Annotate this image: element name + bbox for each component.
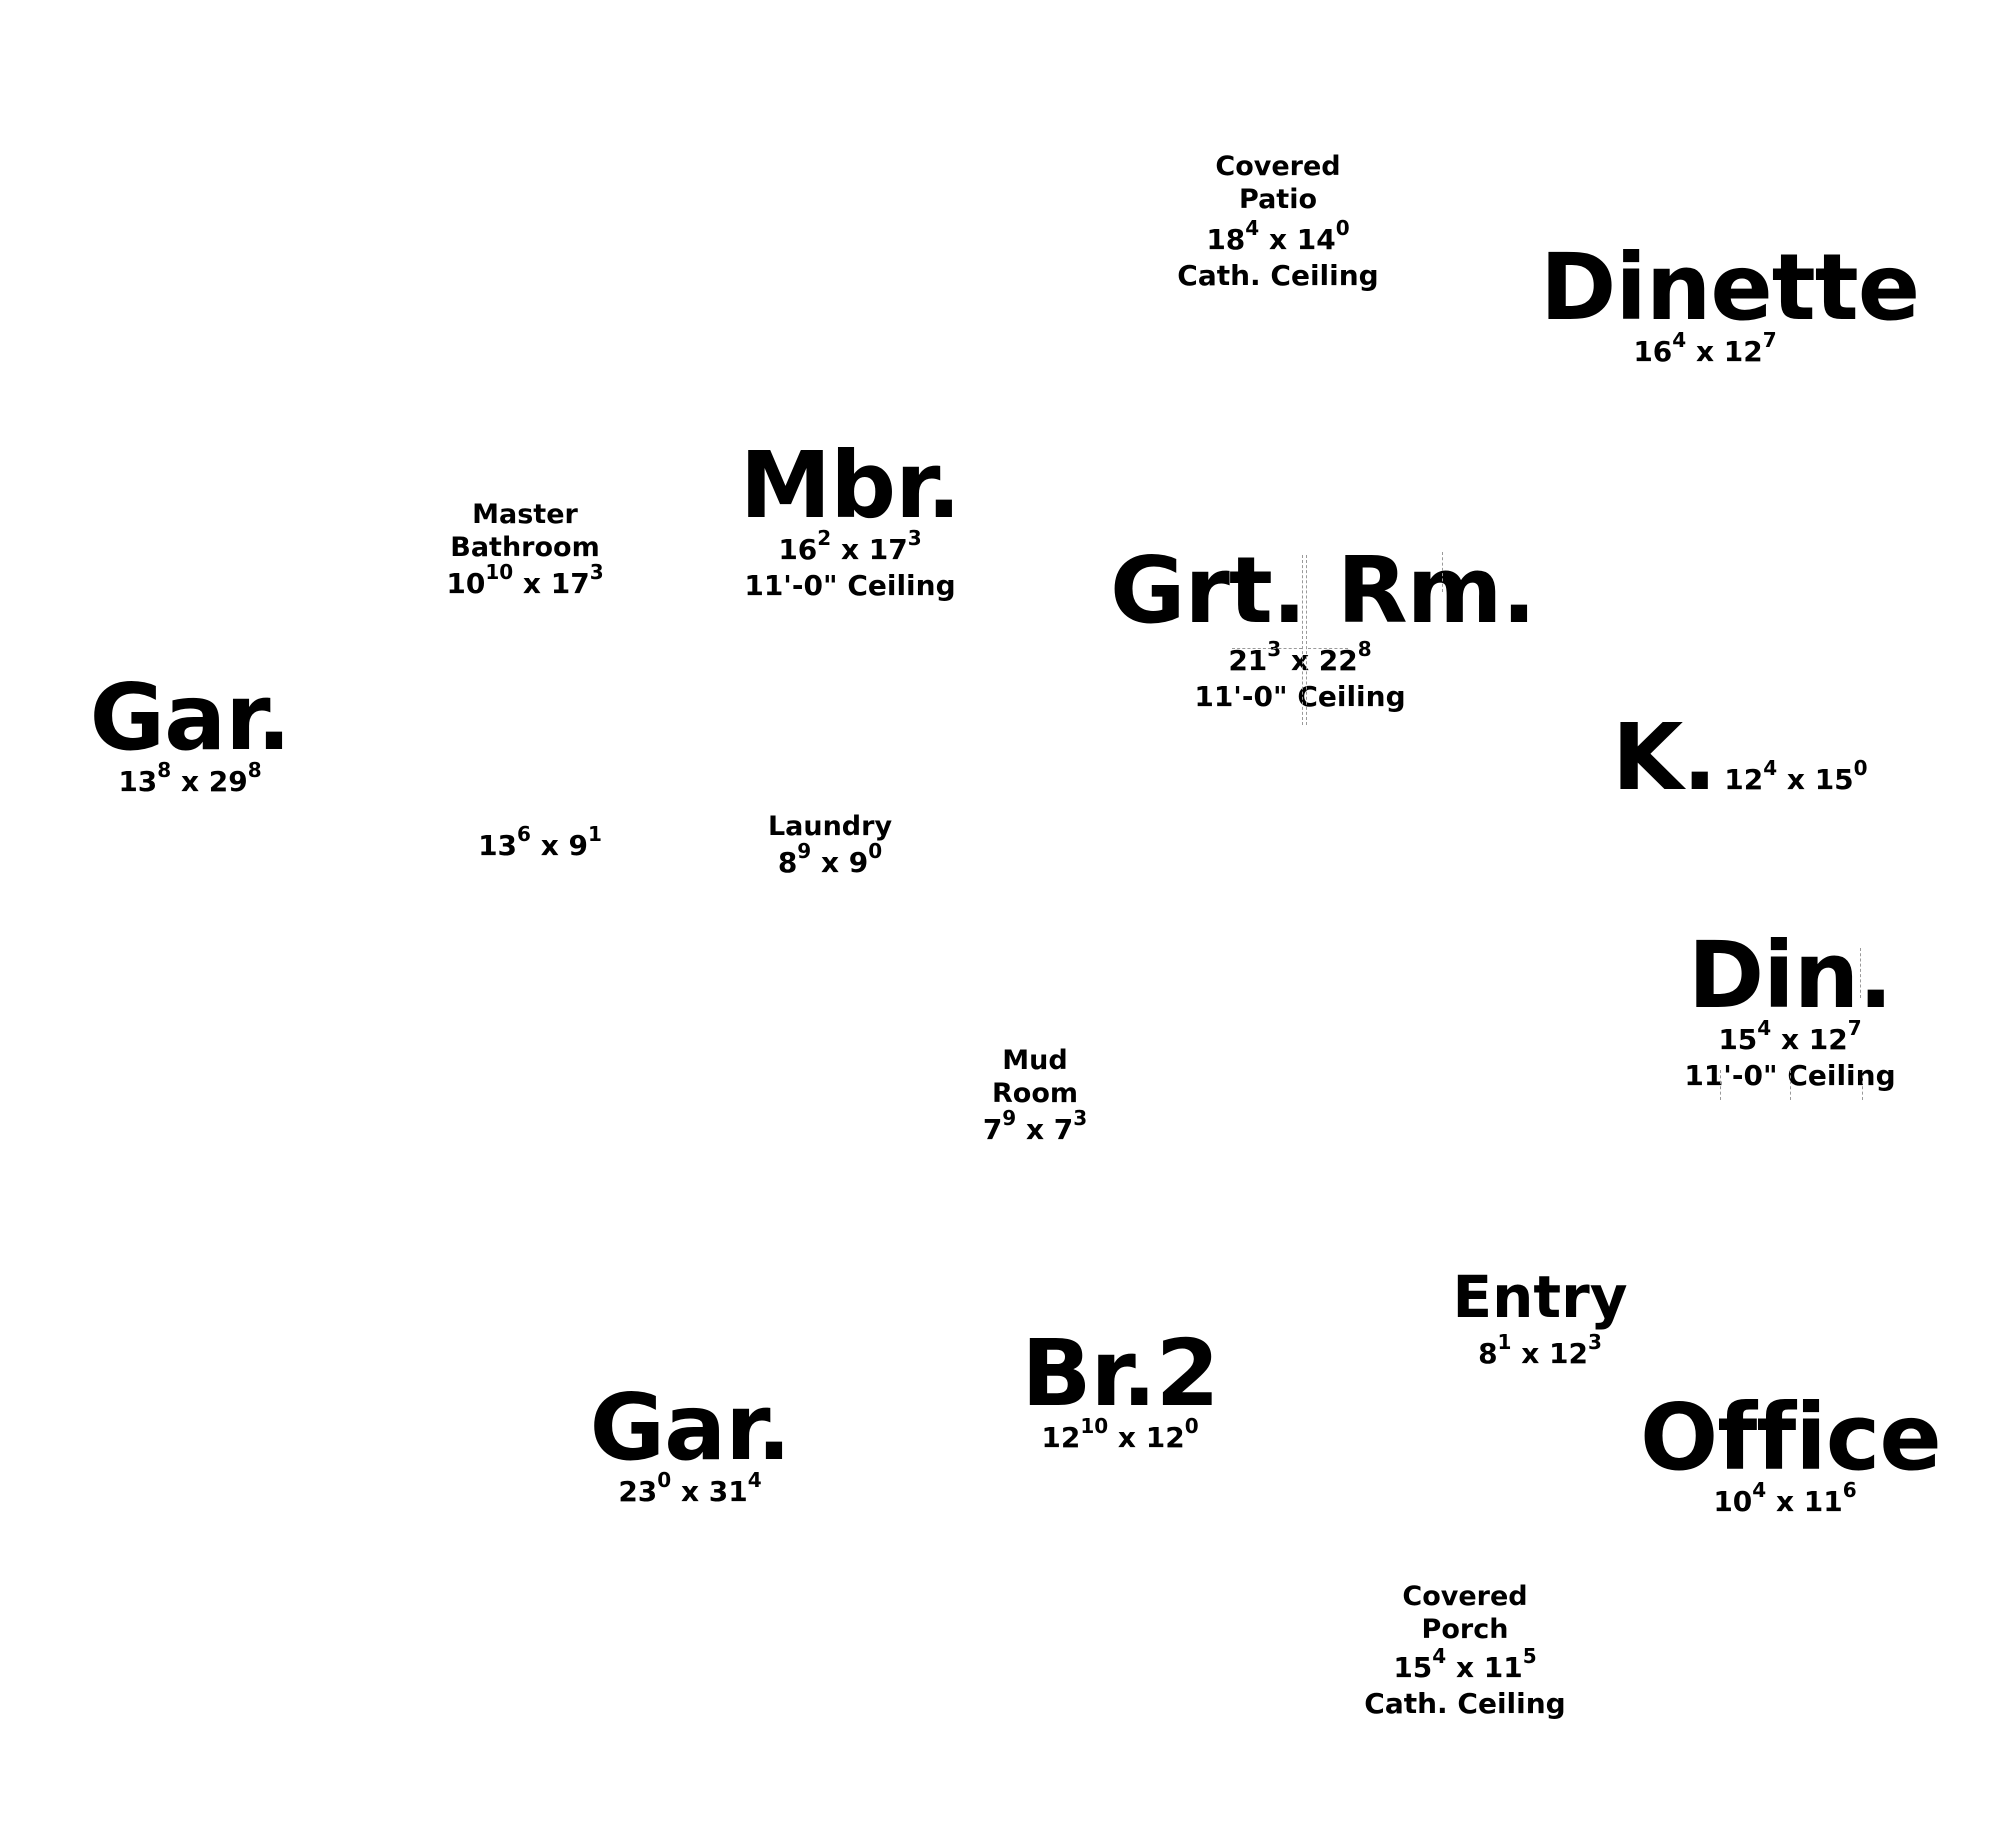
dashed-guide	[1862, 1070, 1863, 1100]
room-name-line1: Master	[472, 499, 578, 530]
ceiling-note: 11'-0" Ceiling	[1194, 680, 1406, 713]
room-dimensions: 81 x 123	[1478, 1329, 1602, 1370]
room-unlabeled: 136 x 91	[450, 821, 630, 862]
dashed-guide	[1720, 1070, 1721, 1100]
room-kitchen: K.124 x 150	[1612, 712, 1932, 804]
room-garage-left: Gar. 138 x 298	[70, 672, 310, 796]
room-name: Entry	[1452, 1263, 1628, 1331]
room-name: Dinette	[1540, 234, 1920, 341]
room-dimensions: 162 x 173	[778, 525, 922, 566]
room-covered-patio: Covered Patio 184 x 140 Cath. Ceiling	[1158, 150, 1398, 290]
room-bedroom-2: Br.2 1210 x 120	[990, 1328, 1250, 1452]
room-dimensions: 213 x 228	[1228, 636, 1372, 677]
room-dining: Din. 154 x 127 11'-0" Ceiling	[1660, 930, 1920, 1090]
room-dimensions: 184 x 140	[1206, 215, 1350, 256]
room-dimensions: 104 x 116	[1713, 1477, 1857, 1518]
room-mud-room: Mud Room 79 x 73	[935, 1044, 1135, 1144]
room-dimensions: 1210 x 120	[1041, 1413, 1199, 1454]
room-name: Office	[1640, 1384, 1942, 1491]
room-name-line1: Covered	[1215, 151, 1341, 182]
room-name: Din.	[1687, 922, 1893, 1029]
room-dimensions: 1010 x 173	[446, 559, 604, 600]
ceiling-note: 11'-0" Ceiling	[744, 569, 956, 602]
room-dimensions: 79 x 73	[982, 1105, 1088, 1146]
ceiling-note: 11'-0" Ceiling	[1684, 1059, 1896, 1092]
room-dinette: Dinette 164 x 127	[1540, 234, 1920, 368]
room-great-room: Grt. Rm. 213 x 228 11'-0" Ceiling	[1110, 537, 1537, 713]
room-laundry: Laundry 89 x 90	[730, 810, 930, 877]
room-name: Laundry	[767, 811, 893, 842]
dashed-guide	[1442, 552, 1443, 592]
room-entry: Entry 81 x 123	[1430, 1268, 1650, 1368]
room-dimensions: 164 x 127	[1633, 327, 1777, 368]
dashed-guide	[1306, 555, 1307, 725]
room-dimensions: 136 x 91	[478, 821, 602, 862]
room-dimensions: 124 x 150	[1724, 755, 1868, 796]
dashed-guide	[1790, 1070, 1791, 1100]
room-covered-porch: Covered Porch 154 x 115 Cath. Ceiling	[1345, 1580, 1585, 1718]
dashed-guide	[1308, 648, 1348, 649]
room-office: Office 104 x 116	[1640, 1384, 1942, 1518]
ceiling-note: Cath. Ceiling	[1177, 259, 1379, 292]
room-name: Gar.	[589, 1374, 792, 1481]
dashed-guide	[1232, 648, 1302, 649]
dashed-guide	[1860, 948, 1861, 998]
room-dimensions: 138 x 298	[118, 757, 262, 798]
ceiling-note: Cath. Ceiling	[1364, 1687, 1566, 1720]
room-dimensions: 154 x 115	[1393, 1643, 1537, 1684]
room-mbr: Mbr. 162 x 173 11'-0" Ceiling	[730, 440, 970, 600]
room-name: Grt. Rm.	[1110, 537, 1537, 644]
room-garage-bottom: Gar. 230 x 314	[570, 1382, 810, 1506]
room-name-line2: Room	[991, 1078, 1079, 1109]
room-name: Mbr.	[739, 432, 962, 539]
room-name-line2: Bathroom	[450, 532, 600, 563]
room-name-line2: Porch	[1421, 1614, 1509, 1645]
room-name: K.	[1612, 704, 1717, 811]
room-dimensions: 89 x 90	[777, 838, 883, 879]
room-name-line1: Mud	[1002, 1045, 1068, 1076]
room-name-line2: Patio	[1239, 184, 1317, 215]
room-master-bathroom: Master Bathroom 1010 x 173	[420, 498, 630, 598]
room-name: Gar.	[89, 664, 292, 771]
room-name: Br.2	[1021, 1320, 1219, 1427]
dashed-guide	[1302, 555, 1303, 725]
room-dimensions: 230 x 314	[618, 1467, 762, 1508]
room-name-line1: Covered	[1402, 1581, 1528, 1612]
room-dimensions: 154 x 127	[1718, 1015, 1862, 1056]
